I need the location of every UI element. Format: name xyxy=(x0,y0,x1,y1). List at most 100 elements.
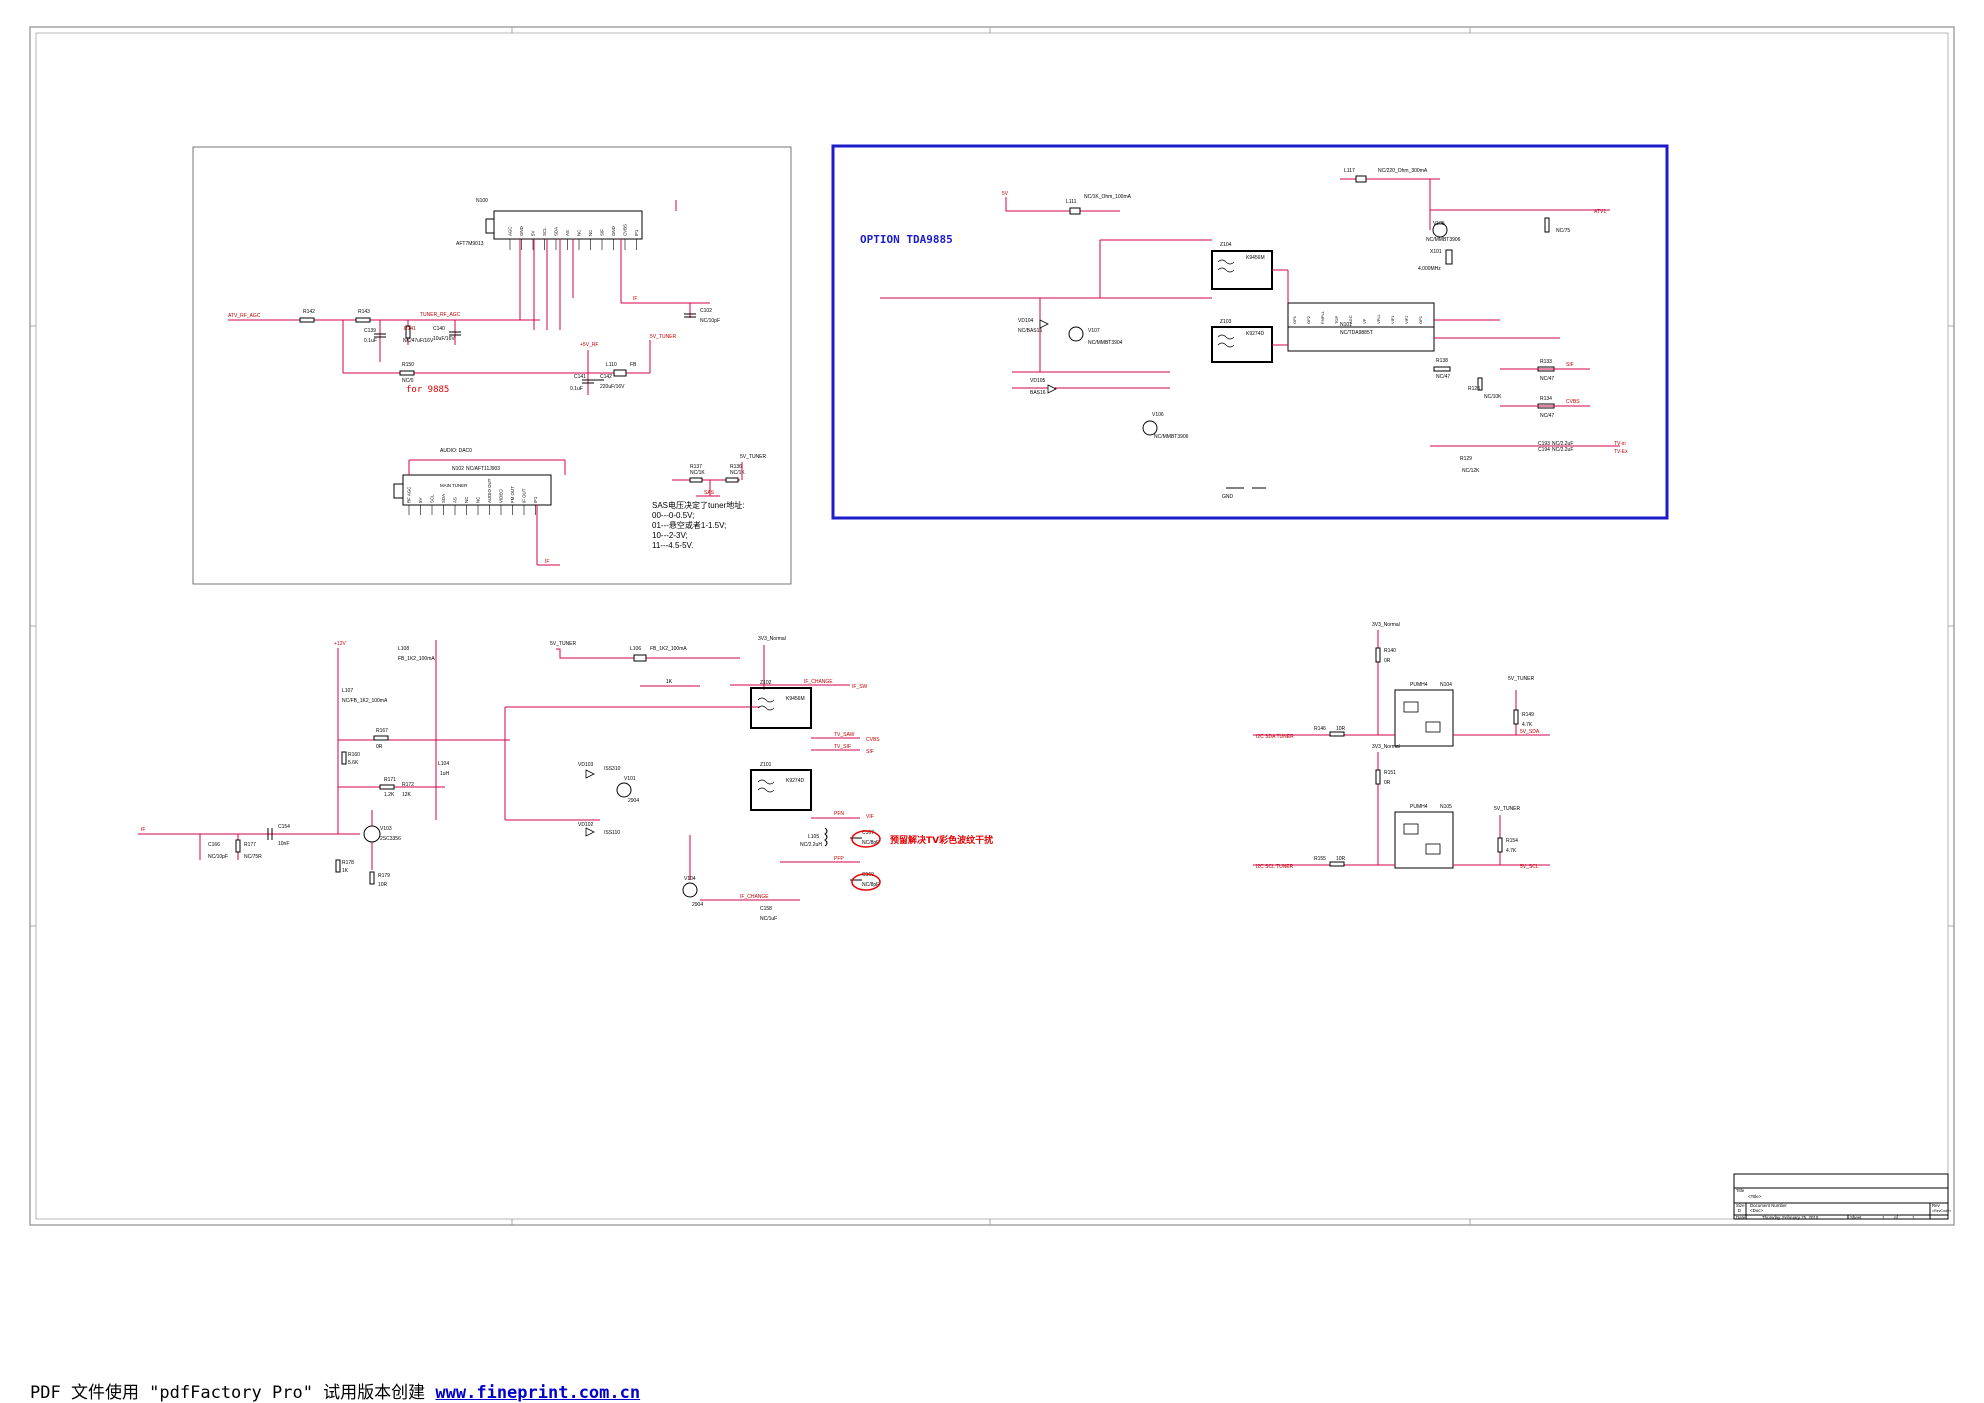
r178-ref: R178 xyxy=(342,860,354,866)
n102-pin-label: NC xyxy=(476,497,481,503)
r154-ref: R154 xyxy=(1506,838,1518,844)
svg-text:VD103: VD103 xyxy=(578,762,594,768)
net-if-change: IF_CHANGE xyxy=(804,679,833,685)
l104-value: 1uH xyxy=(440,771,450,777)
n102-pin-label: IF1 xyxy=(533,496,538,503)
audio-dac0-label: AUDIO: DAC0 xyxy=(440,448,472,454)
r128-value: NC/10K xyxy=(1484,394,1502,400)
net-tv-sif: TV_SIF xyxy=(834,744,851,750)
n105-value: PUMH4 xyxy=(1410,804,1428,810)
for-9885-note: for 9885 xyxy=(406,385,449,395)
n100-pin-label: AS xyxy=(565,230,570,236)
r143-ref: R143 xyxy=(358,309,370,315)
net-tv-saw: TV_SAW xyxy=(834,732,855,738)
r138-ref: R138 xyxy=(1436,358,1448,364)
net-5v-sda: 5V_SDA xyxy=(1520,729,1540,735)
svg-text:NC/2.2uH: NC/2.2uH xyxy=(800,842,822,848)
l110-ref: L110 xyxy=(606,362,617,368)
svg-text:V101: V101 xyxy=(624,776,636,782)
l108-ref: L108 xyxy=(398,646,409,652)
level-shifter-section: 3V3_Normal R140 0R PUMH4 N104 I2C SDA TU… xyxy=(1253,622,1550,870)
svg-text:ISS110: ISS110 xyxy=(604,830,620,836)
n102-pin-label: RF AGC xyxy=(407,487,412,503)
c167-highlight xyxy=(851,830,881,848)
net-5v-tuner-scl: 5V_TUNER xyxy=(1494,806,1521,812)
n101-pin-label: VIF1 xyxy=(1390,315,1395,324)
n101-pin-label: VIF2 xyxy=(1404,315,1409,324)
n104-ref: N104 xyxy=(1440,682,1452,688)
l107-ref: L107 xyxy=(342,688,353,694)
size-label: Size xyxy=(1736,1203,1745,1208)
c102-value: NC/10pF xyxy=(700,318,720,324)
sas-note-line: 00---0-0.5V; xyxy=(652,511,694,520)
l106-value: FB_1K2_100mA xyxy=(650,646,687,652)
n100-pin-label: SCL xyxy=(542,227,547,236)
net-tv-ex: TV-Ex xyxy=(1614,449,1628,455)
svg-text:V107: V107 xyxy=(1088,328,1100,334)
c139-value: 0.1uF xyxy=(364,338,377,344)
n101-pin-label: VPLL xyxy=(1376,313,1381,324)
n100-pin-label: SIF xyxy=(600,229,605,236)
net-5v-tuner-sda: 5V_TUNER xyxy=(1508,676,1535,682)
l117-value: NC/220_Ohm_300mA xyxy=(1378,168,1428,174)
r136-value: NC/1K xyxy=(730,470,745,476)
n104-value: PUMH4 xyxy=(1410,682,1428,688)
n102-pin-label: SCL xyxy=(430,494,435,503)
net-5v-rf: +5V_RF xyxy=(580,342,598,348)
n100-part: AFT7M9013 xyxy=(456,241,484,247)
r155-ref: R155 xyxy=(1314,856,1326,862)
v106-transistor: V106 NC/MMBT3906 xyxy=(1142,412,1189,440)
r137-value: NC/1K xyxy=(690,470,705,476)
sas-note-line: 11---4.5-5V. xyxy=(652,541,693,550)
r167-ref: R167 xyxy=(376,728,388,734)
net-if-tuner: IF xyxy=(633,296,637,302)
net-atv-rf-agc: ATV_RF_AGC xyxy=(228,313,261,319)
sas-note-line: 01---悬空或者1-1.5V; xyxy=(652,520,726,530)
svg-text:C167: C167 xyxy=(862,830,874,836)
footer-link[interactable]: www.fineprint.com.cn xyxy=(435,1383,641,1403)
l108-value: FB_1K2_100mA xyxy=(398,656,435,662)
option-frame xyxy=(831,144,1669,520)
net-tv-in: TV-in xyxy=(1614,441,1626,447)
r179-value: 10R xyxy=(378,882,388,888)
r149-value: 4.7K xyxy=(1522,722,1533,728)
net-i2c-sda-tuner: I2C SDA TUNER xyxy=(1256,734,1294,740)
n102-pin-label: FM OUT xyxy=(510,486,515,503)
n102-title: MAIN TUNER xyxy=(440,483,467,488)
r141-value: NC/47uF/16V xyxy=(403,338,434,344)
docnum-label: Document Number xyxy=(1750,1203,1787,1208)
r133-ref: R133 xyxy=(1540,359,1552,365)
r134-value: NC/47 xyxy=(1540,413,1554,419)
z102-filter xyxy=(750,687,812,729)
vd102-diode: VD102 ISS110 xyxy=(578,822,620,837)
c154-value: 10nF xyxy=(278,841,289,847)
date-label: Date: xyxy=(1736,1215,1747,1220)
l111-value: NC/1K_Ohm_100mA xyxy=(1084,194,1132,200)
net-5v-option: 5V xyxy=(1002,191,1009,197)
r141-ref: R141 xyxy=(404,326,416,332)
c194-ref: C194 xyxy=(1538,447,1550,453)
fb-value: FB xyxy=(630,362,637,368)
z102-value: K9456M xyxy=(786,696,805,702)
net-5v-tuner-top: 5V_TUNER xyxy=(650,334,677,340)
svg-text:NC/8pF: NC/8pF xyxy=(862,882,879,888)
r146-value: 10R xyxy=(1336,726,1346,732)
net-3v3-normal-sda: 3V3_Normal xyxy=(1372,622,1400,628)
r138-value: NC/47 xyxy=(1436,374,1450,380)
date-value: Thursday, February 25, 2010 xyxy=(1762,1215,1819,1220)
net-cvbs-option: CVBS xyxy=(1566,399,1580,405)
net-3v3-normal-if: 3V3_Normal xyxy=(758,636,786,642)
sheet-value: 1 xyxy=(1882,1215,1885,1220)
net-if-change-bottom: IF_CHANGE xyxy=(740,894,769,900)
net-pfp: PFP xyxy=(834,856,844,862)
n101-pin-label: OP1 xyxy=(1292,315,1297,324)
n100-pin-label: NC xyxy=(577,230,582,236)
docnum-value: <Doc> xyxy=(1750,1208,1763,1213)
n102-pin-label: AS xyxy=(453,497,458,503)
r179-ref: R179 xyxy=(378,873,390,879)
svg-text:2904: 2904 xyxy=(692,902,703,908)
n102-ref: N102 xyxy=(452,466,464,472)
